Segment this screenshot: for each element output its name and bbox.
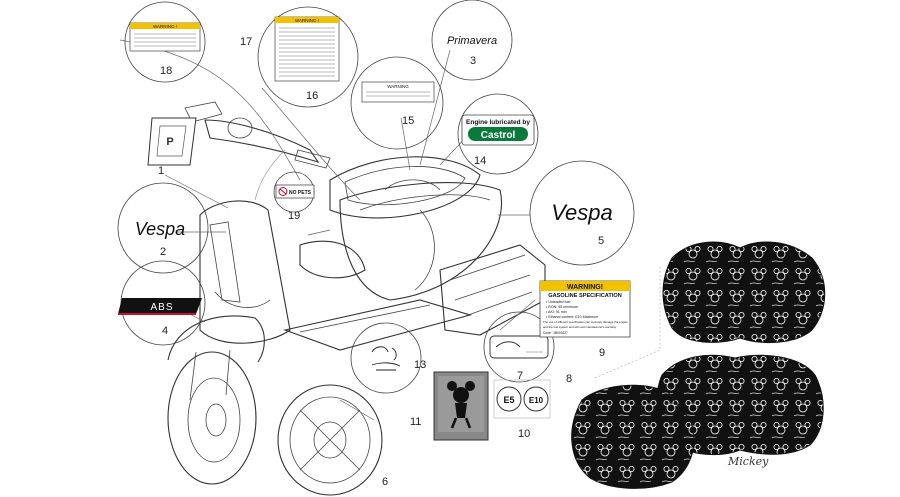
callout-10: 10 <box>518 428 530 440</box>
oval-logo-7 <box>489 335 549 359</box>
svg-text:Code : 1B000227: Code : 1B000227 <box>543 331 568 335</box>
callout-3: 3 <box>470 55 476 67</box>
svg-text:• AKI: 91 min: • AKI: 91 min <box>546 310 567 314</box>
callout-15: 15 <box>402 115 414 127</box>
svg-text:• RON: 95 minimum: • RON: 95 minimum <box>546 305 578 309</box>
svg-text:E5: E5 <box>503 395 514 405</box>
gasoline-spec-label-9: WARNING! GASOLINE SPECIFICATION • Unlead… <box>539 280 631 338</box>
callout-18: 18 <box>160 65 172 77</box>
primavera-script-label: Primavera <box>447 35 497 47</box>
warning-label-18: WARNING ! <box>129 22 201 52</box>
callout-19: 19 <box>288 210 300 222</box>
callout-14: 14 <box>474 155 486 167</box>
svg-text:WARNING!: WARNING! <box>567 284 603 291</box>
bubble-3 <box>431 0 513 81</box>
bubble-14 <box>457 93 539 175</box>
svg-text:P: P <box>166 136 173 148</box>
svg-text:and the fuel system and will v: and the fuel system and will void manufa… <box>543 325 617 329</box>
callout-1: 1 <box>158 165 164 177</box>
svg-text:Castrol: Castrol <box>481 130 516 141</box>
svg-text:• Ethanol content: E10 Maximum: • Ethanol content: E10 Maximum <box>546 315 598 319</box>
decal-panel-top-right <box>662 241 826 343</box>
callout-17: 17 <box>240 36 252 48</box>
callout-7: 7 <box>517 370 523 382</box>
svg-text:WARNING !: WARNING ! <box>295 18 319 23</box>
callout-9: 9 <box>599 347 605 359</box>
bubble-15 <box>350 56 444 150</box>
svg-text:Engine lubricated by: Engine lubricated by <box>466 119 530 126</box>
bubble-13 <box>350 322 422 394</box>
bubble-2 <box>117 182 209 274</box>
bubble-17 <box>257 6 359 108</box>
abs-label: ABS <box>118 298 202 315</box>
warning-label-15: WARNING <box>361 81 435 103</box>
sticker-13 <box>371 346 401 371</box>
mickey-panel-11 <box>433 371 489 441</box>
svg-text:GASOLINE SPECIFICATION: GASOLINE SPECIFICATION <box>548 293 622 299</box>
callout-6: 6 <box>382 476 388 488</box>
callout-5: 5 <box>598 235 604 247</box>
svg-text:E10: E10 <box>529 396 544 405</box>
callout-13: 13 <box>414 359 426 371</box>
signature-script: Mickey <box>727 455 769 468</box>
bubble-5 <box>529 160 635 266</box>
decal-panel-lower-left <box>571 384 695 489</box>
svg-text:The use of different specifica: The use of different specification can s… <box>543 320 628 324</box>
e5-badge <box>496 386 522 412</box>
warning-label-17: WARNING ! <box>274 16 340 82</box>
callout-8: 8 <box>566 373 572 385</box>
callout-16: 16 <box>306 90 318 102</box>
callout-numbers: 1 2 3 4 5 6 7 8 9 10 11 12 13 14 15 16 1… <box>158 36 605 488</box>
castrol-label: Engine lubricated by Castrol <box>461 114 535 146</box>
bubble-18 <box>124 1 206 83</box>
no-pets-label: NO PETS <box>275 184 315 199</box>
svg-text:• Unleaded fuel: • Unleaded fuel <box>546 300 571 304</box>
callout-11: 11 <box>410 416 421 428</box>
e10-badge <box>523 386 549 412</box>
svg-text:WARNING: WARNING <box>387 84 409 89</box>
callout-4: 4 <box>162 325 168 337</box>
bubble-7 <box>483 311 555 383</box>
callout-2: 2 <box>160 246 166 258</box>
vespa-script-label-left: Vespa <box>135 219 185 239</box>
scooter-body-lineart <box>167 101 546 496</box>
svg-text:NO PETS: NO PETS <box>289 190 312 196</box>
svg-text:ABS: ABS <box>150 302 173 313</box>
svg-text:WARNING !: WARNING ! <box>153 24 177 29</box>
vespa-script-label-right: Vespa <box>551 200 613 225</box>
piaggio-badge-1: P <box>147 117 197 166</box>
